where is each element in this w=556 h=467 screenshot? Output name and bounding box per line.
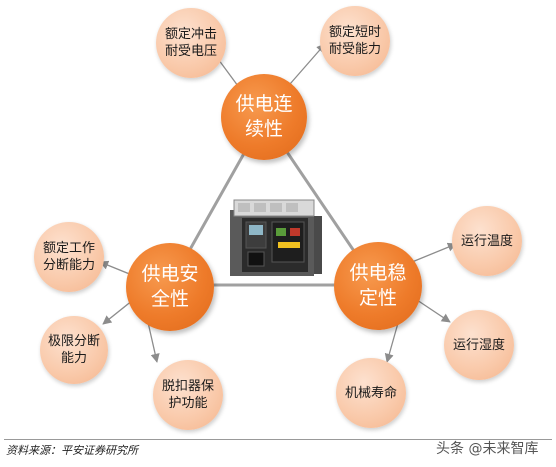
node-ultimate-breaking-label: 极限分断能力: [47, 334, 100, 366]
node-rated-working-breaking: 额定工作分断能力: [34, 222, 104, 292]
node-power-continuity: 供电连续性: [221, 74, 307, 160]
node-rated-short-time-label: 额定短时耐受能力: [328, 25, 381, 57]
node-operating-humidity: 运行湿度: [444, 310, 514, 380]
node-operating-temperature-label: 运行温度: [460, 233, 513, 249]
node-trip-protection: 脱扣器保护功能: [153, 360, 223, 430]
node-power-safety: 供电安全性: [126, 243, 214, 331]
node-power-stability-label: 供电稳定性: [349, 262, 407, 309]
circuit-breaker-image: [230, 199, 322, 276]
node-mechanical-life: 机械寿命: [336, 358, 406, 428]
node-rated-working-breaking-label: 额定工作分断能力: [42, 241, 95, 273]
source-note: 资料来源：平安证券研究所: [6, 444, 138, 457]
node-power-safety-label: 供电安全性: [141, 263, 199, 310]
node-rated-impulse-voltage: 额定冲击耐受电压: [156, 8, 226, 78]
node-mechanical-life-label: 机械寿命: [344, 385, 397, 401]
arrow-safety-ultimate: [102, 299, 134, 325]
node-rated-impulse-voltage-label: 额定冲击耐受电压: [164, 27, 217, 59]
node-ultimate-breaking: 极限分断能力: [40, 316, 108, 384]
triangle-frame: [167, 115, 380, 287]
arrow-safety-working: [99, 260, 133, 276]
node-operating-temperature: 运行温度: [452, 206, 522, 276]
node-rated-short-time: 额定短时耐受能力: [320, 6, 390, 76]
footer-divider: [4, 439, 552, 440]
node-power-stability: 供电稳定性: [334, 242, 422, 330]
arrow-stability-temp: [411, 242, 457, 263]
node-operating-humidity-label: 运行湿度: [452, 337, 505, 353]
arrow-stability-humidity: [416, 299, 451, 323]
watermark: 头条 @未来智库: [436, 441, 539, 457]
arrow-continuity-shorttime: [289, 43, 326, 85]
node-power-continuity-label: 供电连续性: [235, 93, 293, 140]
node-trip-protection-label: 脱扣器保护功能: [161, 379, 214, 411]
